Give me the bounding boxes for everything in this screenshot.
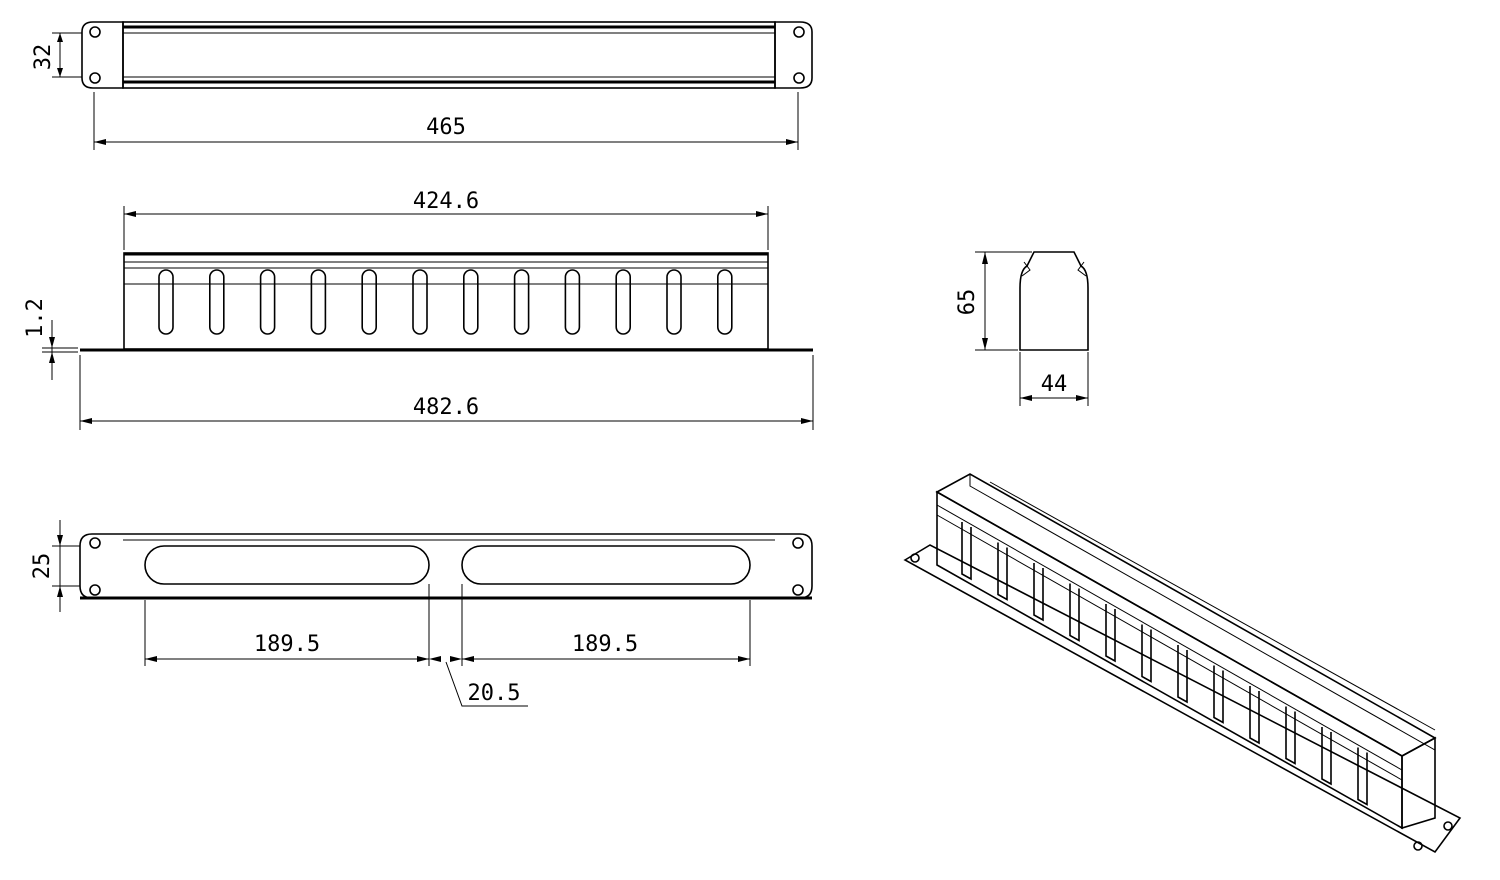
top-view: 32 465 xyxy=(31,21,813,150)
mounting-hole xyxy=(89,584,101,596)
dim-label-32: 32 xyxy=(31,44,56,71)
iso-finger xyxy=(1213,665,1224,724)
finger-slot xyxy=(564,269,581,335)
iso-finger xyxy=(1249,686,1260,745)
iso-finger xyxy=(961,522,972,581)
side-profile: 65 44 xyxy=(955,251,1089,406)
mounting-hole xyxy=(89,26,101,38)
finger-slot xyxy=(513,269,530,335)
dim-label-189-5-right: 189.5 xyxy=(572,632,638,657)
iso-finger xyxy=(1357,747,1368,806)
finger-slot xyxy=(716,269,733,335)
mounting-hole xyxy=(793,72,805,84)
cable-slot-left xyxy=(144,545,430,585)
finger-slot xyxy=(666,269,682,335)
mounting-hole xyxy=(1443,821,1453,831)
iso-finger xyxy=(1177,645,1188,704)
iso-fingers xyxy=(961,522,1368,806)
iso-front-face xyxy=(936,490,1403,830)
finger-slots xyxy=(158,269,733,335)
rear-view: 25 189.5 189.5 20.5 xyxy=(30,520,813,707)
iso-finger xyxy=(1069,583,1080,642)
iso-finger xyxy=(1285,706,1296,765)
finger-slot xyxy=(615,269,632,335)
iso-finger xyxy=(1033,563,1044,622)
dim-label-189-5-left: 189.5 xyxy=(254,632,320,657)
finger-slot xyxy=(310,269,327,335)
dim-label-465: 465 xyxy=(426,115,466,140)
dim-label-482-6: 482.6 xyxy=(413,395,479,420)
mounting-hole xyxy=(792,584,804,596)
dim-label-424-6: 424.6 xyxy=(413,189,479,214)
iso-finger xyxy=(1141,624,1152,683)
finger-slot xyxy=(158,269,174,335)
leader-20-5 xyxy=(445,661,528,707)
finger-slot xyxy=(209,269,225,335)
iso-base-flange xyxy=(903,544,1462,854)
front-view-body xyxy=(123,252,769,350)
top-view-outline-right xyxy=(774,21,813,89)
finger-slot xyxy=(462,269,479,335)
dim-label-25: 25 xyxy=(30,553,55,580)
iso-finger xyxy=(997,542,1008,601)
mounting-hole xyxy=(89,537,101,549)
dim-label-65: 65 xyxy=(955,289,980,316)
iso-finger xyxy=(1321,727,1332,786)
finger-slot xyxy=(259,269,276,335)
mounting-hole xyxy=(792,537,804,549)
finger-slot xyxy=(361,269,378,335)
cable-slot-right xyxy=(461,545,751,585)
rear-view-outline xyxy=(79,533,813,599)
iso-top-surface xyxy=(935,473,1437,757)
side-profile-outline xyxy=(1019,251,1089,351)
dim-label-1-2: 1.2 xyxy=(23,298,48,338)
iso-back-face xyxy=(969,474,1436,751)
finger-slot xyxy=(412,269,428,335)
top-view-body xyxy=(122,21,776,89)
dim-label-44: 44 xyxy=(1041,372,1068,397)
iso-finger xyxy=(1105,604,1116,663)
iso-end-face xyxy=(1401,736,1436,830)
dim-label-20-5: 20.5 xyxy=(468,681,521,706)
isometric-view xyxy=(903,473,1462,854)
front-view: 424.6 1.2 482.6 xyxy=(23,189,814,430)
mounting-hole xyxy=(910,553,920,563)
mounting-hole xyxy=(793,26,805,38)
top-view-outline xyxy=(81,21,124,89)
mounting-hole xyxy=(1413,841,1423,851)
mounting-hole xyxy=(89,72,101,84)
